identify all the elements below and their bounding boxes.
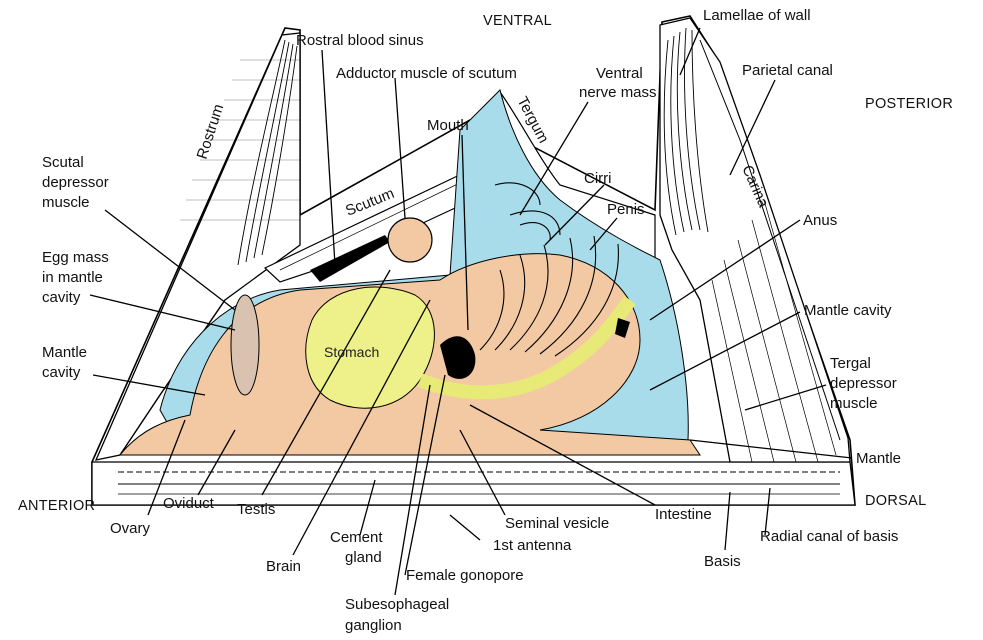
label-adductor-muscle: Adductor muscle of scutum: [336, 65, 517, 82]
plate-label-rostrum: Rostrum: [194, 102, 228, 161]
label-lamellae-of-wall: Lamellae of wall: [703, 7, 811, 24]
label-seminal-vesicle: Seminal vesicle: [505, 515, 609, 532]
direction-anterior: ANTERIOR: [18, 498, 95, 514]
label-egg-mass-1: Egg mass: [42, 249, 109, 266]
label-ventral-nerve-mass-1: Ventral: [596, 65, 643, 82]
label-oviduct: Oviduct: [163, 495, 215, 512]
label-intestine: Intestine: [655, 506, 712, 523]
direction-dorsal: DORSAL: [865, 493, 926, 509]
label-cement-gland-2: gland: [345, 549, 382, 566]
label-ventral-nerve-mass-2: nerve mass: [579, 84, 657, 101]
label-stomach: Stomach: [324, 344, 379, 360]
adductor-muscle-shape: [388, 218, 432, 262]
label-mantle-cavity-left-1: Mantle: [42, 344, 87, 361]
label-penis: Penis: [607, 201, 645, 218]
direction-posterior: POSTERIOR: [865, 96, 953, 112]
label-mouth: Mouth: [427, 117, 469, 134]
label-mantle: Mantle: [856, 450, 901, 467]
label-rostral-blood-sinus: Rostral blood sinus: [296, 32, 424, 49]
label-egg-mass-2: in mantle: [42, 269, 103, 286]
label-tergal-depressor-3: muscle: [830, 395, 878, 412]
label-parietal-canal: Parietal canal: [742, 62, 833, 79]
label-cement-gland-1: Cement: [330, 529, 383, 546]
label-scutal-depressor-1: Scutal: [42, 154, 84, 171]
label-ovary: Ovary: [110, 520, 151, 537]
label-tergal-depressor-1: Tergal: [830, 355, 871, 372]
label-subesophageal-ganglion-2: ganglion: [345, 617, 402, 634]
label-scutal-depressor-3: muscle: [42, 194, 90, 211]
label-brain: Brain: [266, 558, 301, 575]
label-testis: Testis: [237, 501, 275, 518]
label-female-gonopore: Female gonopore: [406, 567, 524, 584]
label-subesophageal-ganglion-1: Subesophageal: [345, 596, 449, 613]
label-basis: Basis: [704, 553, 741, 570]
label-first-antenna: 1st antenna: [493, 537, 572, 554]
label-anus: Anus: [803, 212, 837, 229]
egg-mass-shape: [231, 295, 259, 395]
label-scutal-depressor-2: depressor: [42, 174, 109, 191]
label-tergal-depressor-2: depressor: [830, 375, 897, 392]
direction-ventral: VENTRAL: [483, 13, 552, 29]
label-mantle-cavity-right: Mantle cavity: [804, 302, 892, 319]
label-mantle-cavity-left-2: cavity: [42, 364, 81, 381]
label-radial-canal: Radial canal of basis: [760, 528, 898, 545]
label-cirri: Cirri: [584, 170, 612, 187]
label-egg-mass-3: cavity: [42, 289, 81, 306]
